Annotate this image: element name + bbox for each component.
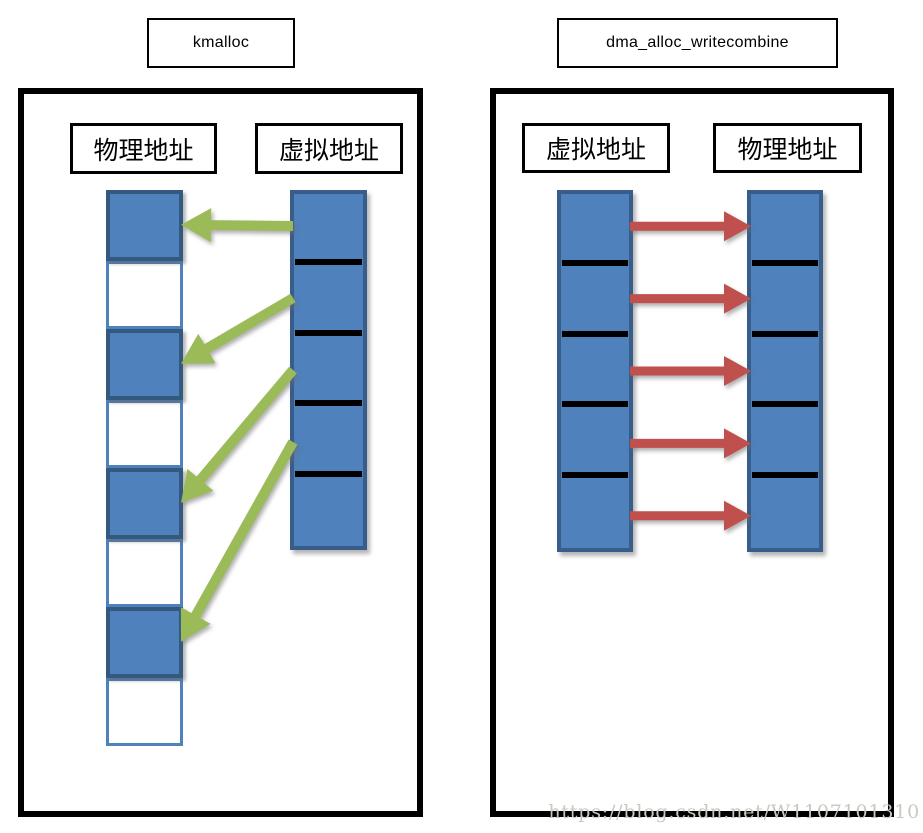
block-separator: [295, 329, 362, 336]
page-frame-allocated: [106, 329, 183, 400]
kmalloc-virtual-address-label: 虚拟地址: [255, 123, 403, 174]
dma-physical-memory-column: [747, 190, 823, 552]
page-frame-free: [106, 399, 183, 468]
block-separator: [562, 259, 628, 266]
dma-physical-address-label: 物理地址: [713, 123, 862, 173]
dma-virtual-address-label: 虚拟地址: [522, 123, 670, 173]
block-separator: [562, 330, 628, 337]
page-frame-allocated: [106, 190, 183, 261]
dma-virtual-memory-column: [557, 190, 633, 552]
page-frame-free: [106, 538, 183, 607]
block-separator: [752, 330, 818, 337]
page-frame-free: [106, 677, 183, 746]
block-separator: [752, 472, 818, 479]
block-separator: [562, 401, 628, 408]
dma-panel: [490, 88, 894, 817]
kmalloc-physical-address-label: 物理地址: [70, 123, 217, 174]
kmalloc-virtual-memory-column: [290, 190, 367, 550]
block-separator: [295, 400, 362, 407]
block-separator: [295, 259, 362, 266]
page-frame-allocated: [106, 607, 183, 678]
page-frame-allocated: [106, 468, 183, 539]
block-separator: [295, 470, 362, 477]
block-separator: [752, 401, 818, 408]
dma-alloc-writecombine-title-box: dma_alloc_writecombine: [557, 18, 838, 68]
page-frame-free: [106, 260, 183, 329]
block-separator: [752, 259, 818, 266]
block-separator: [562, 472, 628, 479]
kmalloc-title-box: kmalloc: [147, 18, 295, 68]
watermark-url: https://blog.csdn.net/W1107101310: [548, 801, 920, 823]
kmalloc-physical-memory-column: [106, 190, 183, 746]
